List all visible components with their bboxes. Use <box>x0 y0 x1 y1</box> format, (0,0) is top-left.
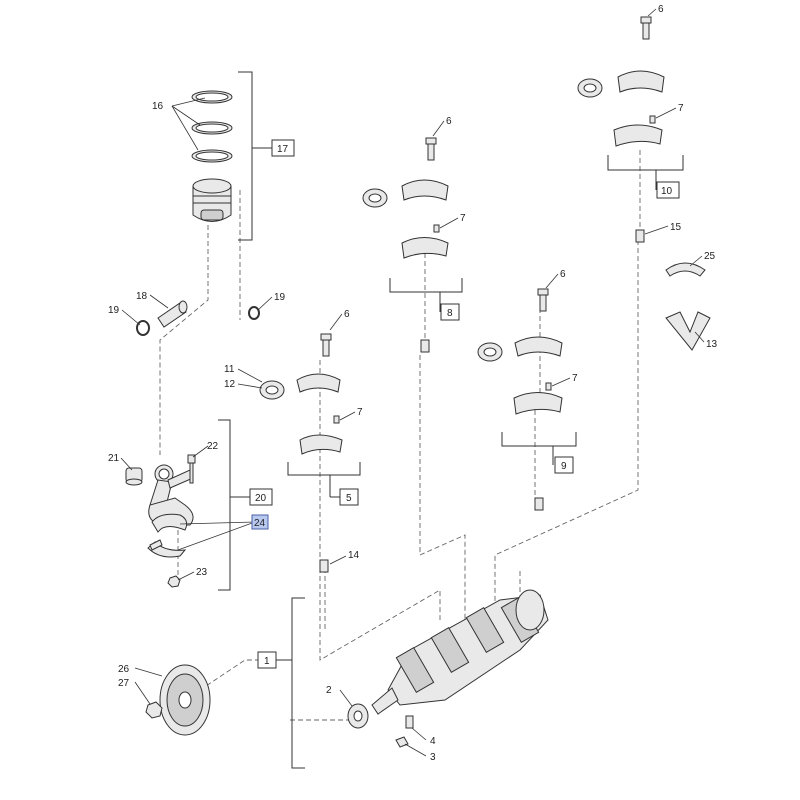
boxed-callout-10[interactable]: 10 <box>656 181 680 199</box>
circlip-right <box>248 306 260 320</box>
callout-23: 23 <box>196 567 208 578</box>
svg-text:1: 1 <box>264 656 270 667</box>
callout-19-left: 19 <box>108 305 120 316</box>
callout-12: 12 <box>224 379 236 390</box>
main-bearing-group-10 <box>577 16 665 243</box>
piston-rings <box>191 90 233 163</box>
callout-14: 14 <box>348 550 360 561</box>
svg-text:9: 9 <box>561 461 567 472</box>
callout-2: 2 <box>326 685 332 696</box>
thrust-washer-13 <box>665 311 711 351</box>
leader-lines <box>120 8 705 757</box>
main-bearing-group-9 <box>477 288 563 511</box>
callout-7-group9: 7 <box>572 373 578 384</box>
callout-4: 4 <box>430 736 436 747</box>
callout-7-group5: 7 <box>357 407 363 418</box>
svg-text:8: 8 <box>447 308 453 319</box>
callout-18: 18 <box>136 291 148 302</box>
callout-22: 22 <box>207 441 219 452</box>
small-end-bushing <box>125 467 143 486</box>
callout-3: 3 <box>430 752 436 763</box>
svg-text:24: 24 <box>254 518 266 529</box>
callout-labels: 16 18 19 19 21 22 23 26 27 2 4 3 14 15 2… <box>108 4 718 763</box>
callout-27: 27 <box>118 678 130 689</box>
bracket-8 <box>389 278 463 312</box>
bracket-20 <box>218 419 250 591</box>
callout-15: 15 <box>670 222 682 233</box>
boxed-callout-9[interactable]: 9 <box>554 456 574 474</box>
callout-16: 16 <box>152 101 164 112</box>
rod-bearing-upper <box>151 513 188 533</box>
bracket-10 <box>607 155 684 190</box>
svg-text:10: 10 <box>661 186 673 197</box>
callout-25: 25 <box>704 251 716 262</box>
callout-6-group5: 6 <box>344 309 350 320</box>
callout-11: 11 <box>224 364 235 375</box>
bracket-9 <box>501 432 577 465</box>
rod-bolt <box>187 454 196 484</box>
pin-4 <box>405 715 414 729</box>
callout-6-group10: 6 <box>658 4 664 15</box>
thrust-washer-25 <box>665 262 706 277</box>
key-3 <box>395 736 409 748</box>
callout-6-group9: 6 <box>560 269 566 280</box>
bracket-17 <box>238 71 272 241</box>
boxed-callout-8[interactable]: 8 <box>440 303 460 321</box>
assembly-dashed-lines <box>159 150 641 721</box>
pulley <box>159 664 211 736</box>
crankshaft <box>371 589 549 715</box>
callout-7-group10: 7 <box>678 103 684 114</box>
boxed-callout-20[interactable]: 20 <box>249 488 273 506</box>
svg-text:5: 5 <box>346 493 352 504</box>
boxed-callout-5[interactable]: 5 <box>339 488 359 506</box>
rod-nut <box>167 575 181 588</box>
main-bearing-group-8 <box>362 137 449 353</box>
rod-cap <box>147 539 187 558</box>
main-bearing-group-5 <box>259 333 343 573</box>
callout-6-group8: 6 <box>446 116 452 127</box>
boxed-callout-17[interactable]: 17 <box>271 139 295 157</box>
bracket-1 <box>258 597 305 769</box>
boxed-callout-1[interactable]: 1 <box>257 651 277 669</box>
piston-pin <box>157 300 188 328</box>
boxed-callout-24[interactable]: 24 <box>251 514 269 530</box>
crank-gear <box>347 703 369 729</box>
svg-text:20: 20 <box>255 493 267 504</box>
pulley-nut <box>145 701 163 719</box>
callout-26: 26 <box>118 664 130 675</box>
circlip-left <box>136 320 150 336</box>
callout-7-group8: 7 <box>460 213 466 224</box>
callout-13: 13 <box>706 339 718 350</box>
small-fasteners <box>333 115 656 424</box>
piston <box>192 178 232 222</box>
callout-21: 21 <box>108 453 120 464</box>
bracket-5 <box>287 462 361 498</box>
callout-19-right: 19 <box>274 292 286 303</box>
svg-text:17: 17 <box>277 144 289 155</box>
